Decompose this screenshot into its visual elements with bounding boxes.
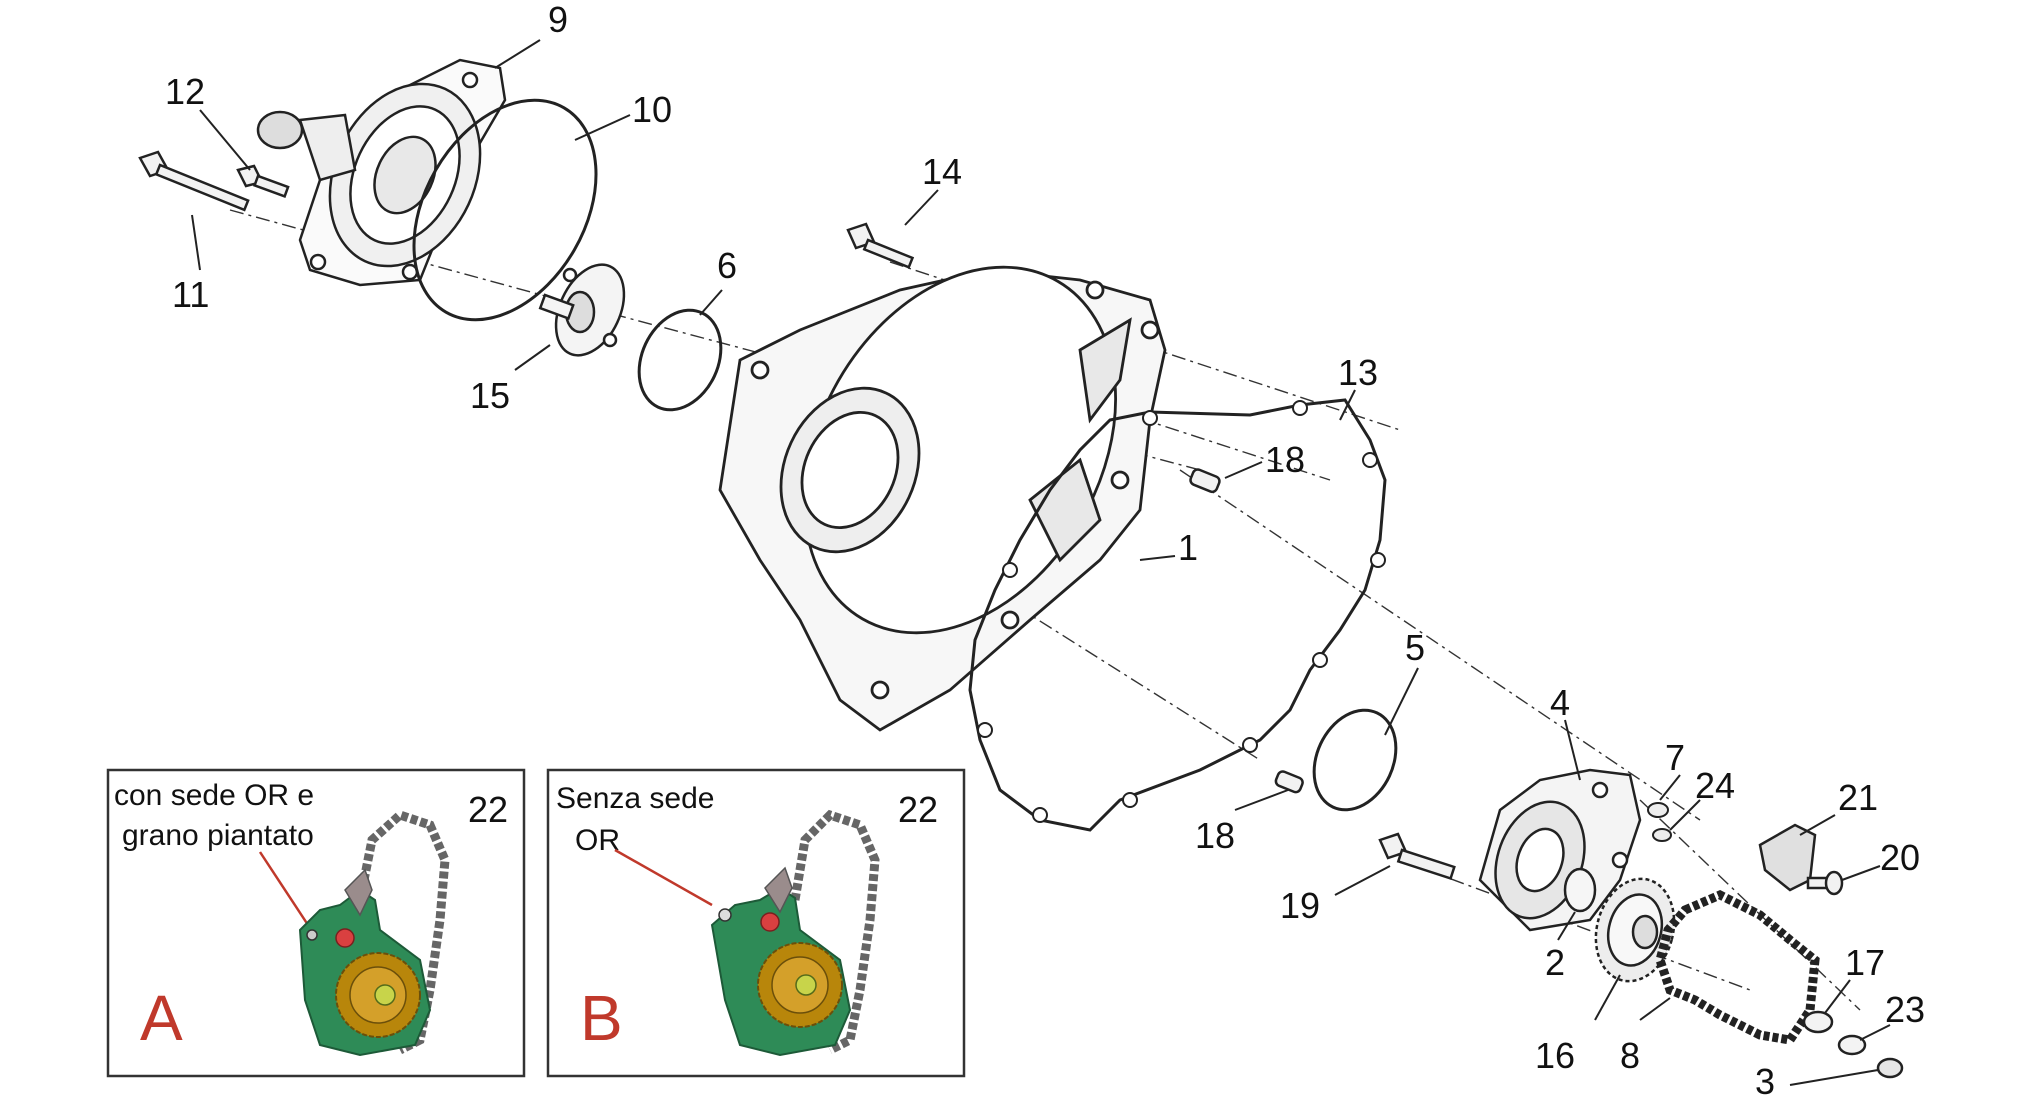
part-screw-20 (1806, 870, 1844, 896)
callout-15: 15 (470, 375, 510, 416)
callout-11: 11 (172, 274, 209, 315)
part-cover-gasket-large (968, 398, 1387, 832)
inset-b: Senza sede OR 22 B (546, 768, 966, 1078)
part-cover-bolt (846, 222, 915, 269)
inset-b-line1: Senza sede (556, 782, 714, 815)
inset-a-line2: grano piantato (122, 819, 314, 852)
part-sprocket (1594, 877, 1676, 983)
callout-24: 24 (1695, 765, 1735, 806)
inset-a-line1: con sede OR e (114, 779, 314, 812)
callout-18-lower: 18 (1195, 815, 1235, 856)
part-pump-cover (256, 58, 507, 287)
callout-9: 9 (548, 0, 568, 40)
gasket-bolt-holes (977, 400, 1386, 823)
part-washer-2 (1563, 867, 1597, 913)
callout-17: 17 (1845, 942, 1885, 983)
callout-14: 14 (922, 151, 962, 192)
callout-1: 1 (1178, 527, 1198, 568)
callout-numbers: 9 10 12 11 15 6 14 1 13 18 5 18 4 7 24 2… (165, 0, 1925, 1095)
callout-19: 19 (1280, 885, 1320, 926)
callout-13: 13 (1338, 352, 1378, 393)
callout-12: 12 (165, 71, 205, 112)
part-long-bolt (138, 150, 250, 212)
part-small-bolt (236, 164, 290, 198)
part-nut-3 (1876, 1057, 1904, 1079)
part-dowel-upper (1189, 468, 1221, 494)
part-washer-23 (1837, 1034, 1867, 1056)
inset-a-number: 22 (468, 789, 508, 830)
part-oil-pump (1478, 768, 1642, 932)
callout-6: 6 (717, 245, 737, 286)
part-o-ring-small (1312, 708, 1398, 812)
part-clutch-cover (718, 265, 1167, 732)
part-cover-gasket (412, 98, 598, 322)
callout-16: 16 (1535, 1035, 1575, 1076)
callout-20: 20 (1880, 837, 1920, 878)
part-bolt-19 (1378, 832, 1456, 880)
inset-a-letter: A (140, 982, 183, 1054)
callout-23: 23 (1885, 989, 1925, 1030)
part-o-ring-large (637, 308, 723, 412)
inset-b-letter: B (580, 982, 623, 1054)
inset-a: con sede OR e grano piantato 22 A (106, 768, 526, 1078)
part-pin-24 (1652, 828, 1672, 842)
inset-b-number: 22 (898, 789, 938, 830)
callout-21: 21 (1838, 777, 1878, 818)
callout-2: 2 (1545, 942, 1565, 983)
part-dowel-lower (1274, 770, 1304, 794)
callout-5: 5 (1405, 627, 1425, 668)
callout-8: 8 (1620, 1035, 1640, 1076)
callout-10: 10 (632, 89, 672, 130)
callout-7: 7 (1665, 737, 1685, 778)
callout-3: 3 (1755, 1061, 1775, 1095)
inset-b-line2: OR (575, 824, 620, 857)
part-washer-17 (1802, 1010, 1834, 1034)
leader-lines (191, 39, 1891, 1086)
part-impeller (538, 263, 626, 357)
part-chain (1655, 890, 1820, 1045)
callout-4: 4 (1550, 682, 1570, 723)
callout-18-upper: 18 (1265, 439, 1305, 480)
part-pin-7 (1647, 802, 1669, 818)
